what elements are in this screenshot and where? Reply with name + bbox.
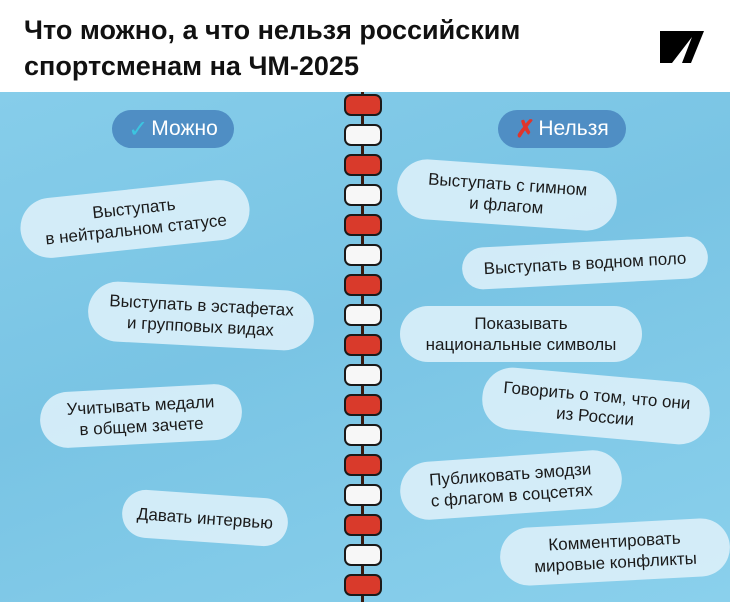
forbidden-item: Публиковать эмодзи с флагом в соцсетях <box>398 448 624 522</box>
allowed-item: Давать интервью <box>120 488 290 548</box>
cross-icon: ✗ <box>515 115 536 143</box>
red-float <box>344 514 382 536</box>
forbidden-item: Выступать в водном поло <box>461 235 709 291</box>
white-float <box>344 544 382 566</box>
forbidden-label: Нельзя <box>538 117 609 140</box>
white-float <box>344 124 382 146</box>
red-float <box>344 274 382 296</box>
forbidden-item: Комментировать мировые конфликты <box>498 517 730 587</box>
white-float <box>344 484 382 506</box>
brand-logo <box>660 31 704 63</box>
header: Что можно, а что нельзя российским спорт… <box>0 0 730 92</box>
allowed-item: Выступать в нейтральном статусе <box>17 177 253 261</box>
forbidden-header: ✗ Нельзя <box>498 110 626 148</box>
allowed-item: Выступать в эстафетах и групповых видах <box>86 280 316 352</box>
red-float <box>344 394 382 416</box>
red-float <box>344 94 382 116</box>
forbidden-item: Показывать национальные символы <box>400 306 642 362</box>
white-float <box>344 184 382 206</box>
white-float <box>344 304 382 326</box>
allowed-item: Учитывать медали в общем зачете <box>38 382 244 450</box>
red-float <box>344 154 382 176</box>
red-float <box>344 334 382 356</box>
allowed-header: ✓ Можно <box>112 110 234 148</box>
white-float <box>344 424 382 446</box>
red-float <box>344 214 382 236</box>
checkmark-icon: ✓ <box>128 115 149 143</box>
page-title: Что можно, а что нельзя российским спорт… <box>24 15 521 81</box>
forbidden-item: Выступать с гимном и флагом <box>395 157 619 233</box>
allowed-label: Можно <box>151 117 218 140</box>
pool-background: ✓ Можно ✗ Нельзя Выступать в нейтральном… <box>0 92 730 602</box>
white-float <box>344 244 382 266</box>
red-float <box>344 454 382 476</box>
white-float <box>344 364 382 386</box>
red-float <box>344 574 382 596</box>
forbidden-item: Говорить о том, что они из России <box>479 365 713 447</box>
